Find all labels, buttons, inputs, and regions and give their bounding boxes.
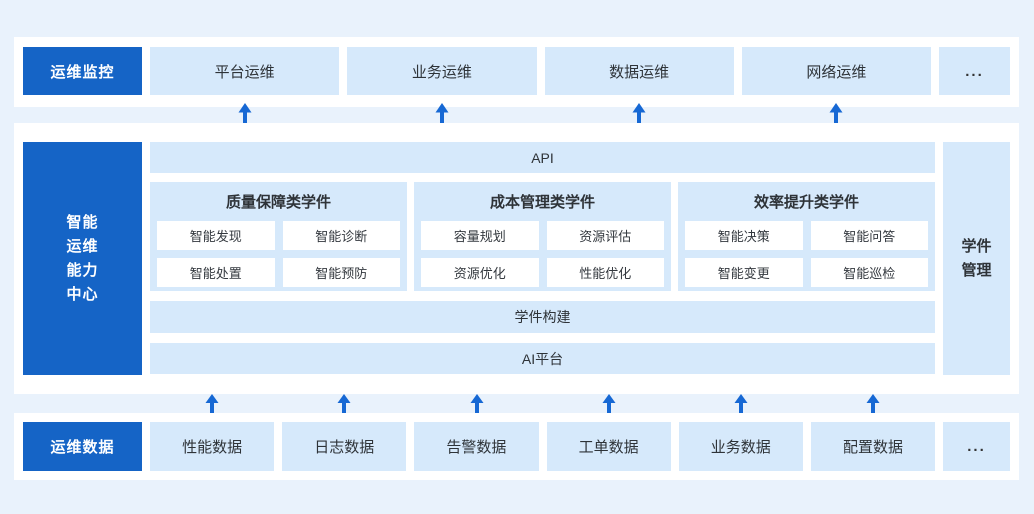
capability-center-panel: 智能 运维 能力 中心 API 质量保障类学件 智能发现 智能诊断 智能处置 智… [14, 123, 1019, 394]
learnware-item: 智能决策 [685, 221, 803, 250]
learnware-item: 容量规划 [421, 221, 539, 250]
learnware-item: 智能发现 [157, 221, 275, 250]
data-item-ticket: 工单数据 [546, 422, 671, 471]
monitor-item-network: 网络运维 [741, 47, 931, 95]
data-more-box: ... [943, 422, 1011, 471]
learnware-item: 智能变更 [685, 258, 803, 287]
learnware-item: 资源评估 [546, 221, 664, 250]
manage-label-line: 管理 [961, 261, 992, 279]
learnware-item: 资源优化 [421, 258, 539, 287]
learnware-item: 智能问答 [810, 221, 928, 250]
group-efficiency-improvement: 效率提升类学件 智能决策 智能问答 智能变更 智能巡检 [678, 182, 935, 291]
up-arrow-icon [470, 394, 484, 413]
group-title: 质量保障类学件 [225, 194, 331, 211]
learnware-item: 智能预防 [282, 258, 400, 287]
monitor-panel: 运维监控 平台运维 业务运维 数据运维 网络运维 ... [14, 37, 1019, 107]
learnware-item: 智能巡检 [810, 258, 928, 287]
group-title: 效率提升类学件 [753, 194, 859, 211]
learnware-manage-box: 学件 管理 [943, 142, 1010, 375]
group-cost-management: 成本管理类学件 容量规划 资源评估 资源优化 性能优化 [414, 182, 671, 291]
monitor-item-business: 业务运维 [347, 47, 537, 95]
data-item-alarm: 告警数据 [414, 422, 539, 471]
ai-platform-bar: AI平台 [150, 343, 935, 374]
capability-center-label: 智能 运维 能力 中心 [23, 142, 142, 375]
api-bar: API [150, 142, 935, 173]
capability-label-line: 智能 [66, 213, 99, 231]
monitor-label: 运维监控 [23, 47, 142, 95]
data-item-config: 配置数据 [810, 422, 936, 471]
monitor-item-platform: 平台运维 [150, 47, 340, 95]
learnware-item: 智能处置 [157, 258, 275, 287]
group-title: 成本管理类学件 [489, 194, 595, 211]
data-item-performance: 性能数据 [150, 422, 275, 471]
capability-content: API 质量保障类学件 智能发现 智能诊断 智能处置 智能预防 成本管理类学件 … [150, 142, 935, 374]
data-panel: 运维数据 性能数据 日志数据 告警数据 工单数据 业务数据 配置数据 ... [14, 413, 1019, 480]
up-arrow-icon [602, 394, 616, 413]
capability-label-line: 中心 [66, 285, 99, 303]
learnware-item: 智能诊断 [282, 221, 400, 250]
capability-label-line: 运维 [66, 237, 99, 255]
monitor-more-box: ... [939, 47, 1010, 95]
up-arrow-icon [734, 394, 748, 413]
data-item-business: 业务数据 [678, 422, 803, 471]
monitor-item-data: 数据运维 [544, 47, 734, 95]
up-arrow-icon [205, 394, 219, 413]
up-arrow-icon [337, 394, 351, 413]
learnware-groups: 质量保障类学件 智能发现 智能诊断 智能处置 智能预防 成本管理类学件 容量规划… [150, 182, 935, 291]
manage-label-line: 学件 [961, 237, 992, 255]
data-item-log: 日志数据 [282, 422, 407, 471]
capability-label-line: 能力 [66, 261, 99, 279]
learnware-build-bar: 学件构建 [150, 301, 935, 333]
data-label: 运维数据 [23, 422, 142, 471]
up-arrow-icon [866, 394, 880, 413]
group-quality-assurance: 质量保障类学件 智能发现 智能诊断 智能处置 智能预防 [150, 182, 407, 291]
learnware-item: 性能优化 [546, 258, 664, 287]
